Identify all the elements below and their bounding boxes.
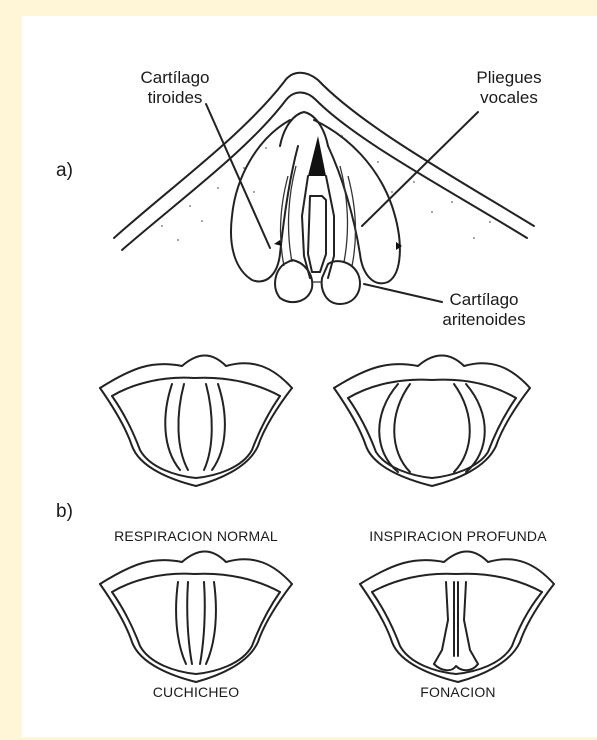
epiglottis <box>280 112 328 146</box>
whisper-inner-bottom <box>112 592 280 674</box>
right-arytenoid <box>322 261 360 304</box>
whisper-left-fold-inner <box>187 582 192 664</box>
larynx-superior-view <box>114 73 534 304</box>
deep-outer-bottom <box>334 388 530 486</box>
anterior-commissure <box>308 136 326 176</box>
leader-arytenoid <box>364 284 442 302</box>
normal-left-fold-inner <box>178 384 188 470</box>
glottis-whisper <box>100 552 292 683</box>
deep-left-fold-inner <box>394 384 410 472</box>
deep-outer-top <box>334 356 530 389</box>
glottis <box>308 196 326 272</box>
normal-right-fold-outer <box>212 384 225 470</box>
deep-inner-bottom <box>348 398 516 478</box>
whisper-right-fold-inner <box>200 582 205 664</box>
leader-thyroid <box>206 104 270 248</box>
phonation-left-fold-outer <box>434 582 448 664</box>
neck-outer-contour <box>114 73 534 238</box>
whisper-outer-top <box>100 552 292 585</box>
whisper-outer-bottom <box>100 584 292 682</box>
deep-right-fold-inner <box>454 384 470 472</box>
glottis-phonation <box>360 552 554 683</box>
normal-outer-bottom <box>100 388 292 486</box>
deep-inner-top <box>348 380 516 398</box>
thyroid-left-wing <box>231 120 298 281</box>
whisper-left-fold-outer <box>176 582 186 664</box>
normal-right-fold-inner <box>204 384 212 470</box>
glottis-normal-breathing <box>100 356 292 487</box>
phonation-right-fold-outer <box>464 582 478 664</box>
figure-area: a) Cartílago tiroides Pliegues vocales C… <box>22 16 597 737</box>
phonation-outer-top <box>360 552 554 585</box>
normal-inner-bottom <box>112 396 280 478</box>
larynx-illustration <box>22 16 597 737</box>
whisper-right-fold-outer <box>206 582 216 664</box>
glottis-deep-inspiration <box>334 356 530 487</box>
normal-outer-top <box>100 356 292 389</box>
normal-inner-top <box>112 378 280 396</box>
phonation-arytenoid-gap <box>434 664 478 670</box>
whisper-inner-top <box>112 574 280 592</box>
